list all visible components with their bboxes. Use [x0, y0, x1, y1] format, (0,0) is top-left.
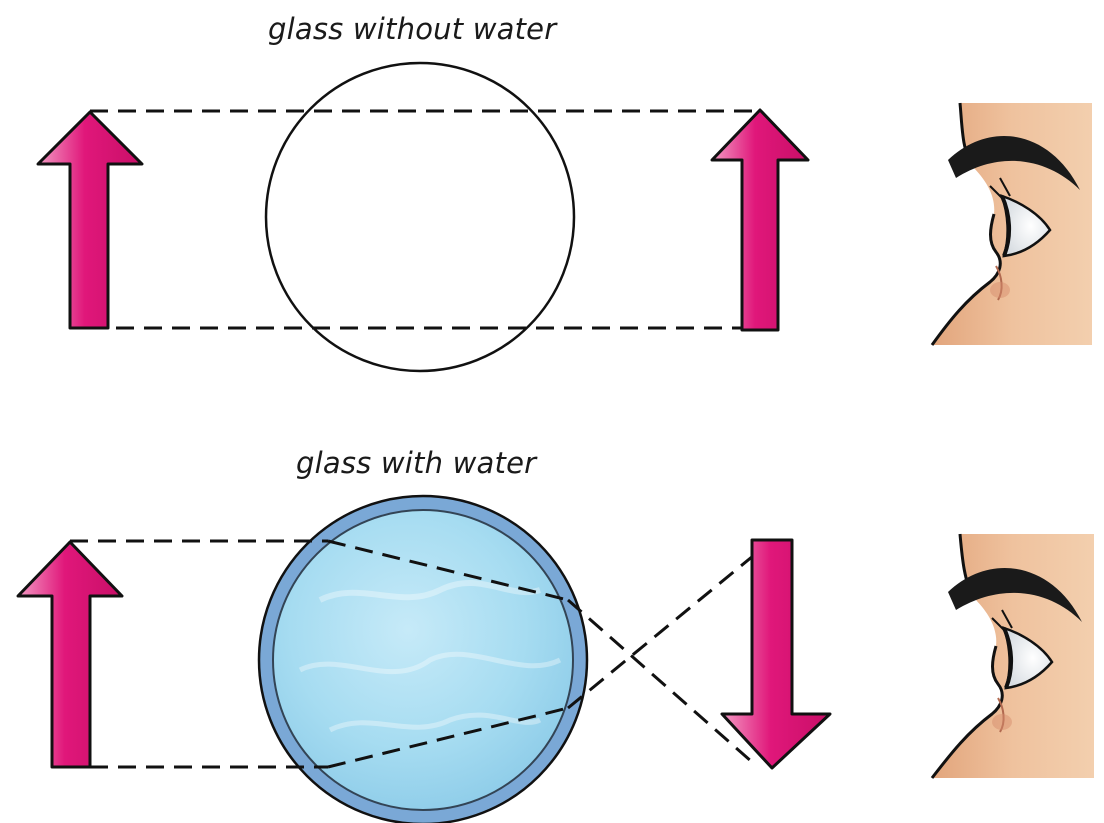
water-glass-fill: [272, 509, 574, 811]
panel-glass-without-water: [36, 61, 1092, 373]
empty-glass-circle: [264, 61, 576, 373]
ray-bottom-cross-b: [567, 540, 771, 710]
image-arrow-up-icon: [710, 108, 810, 332]
eye-viewer-bottom-icon: [930, 533, 1094, 779]
ray-bottom-lower-refracted: [327, 706, 569, 769]
eye-viewer-top-icon: [930, 102, 1092, 346]
object-arrow-up-icon: [36, 110, 144, 330]
caption-glass-without-water: glass without water: [268, 12, 557, 46]
image-arrow-down-icon: [720, 538, 832, 770]
ray-bottom-cross-a: [567, 598, 753, 764]
panel-glass-with-water: [16, 494, 1094, 823]
ray-bottom-upper-refracted: [327, 539, 569, 602]
caption-glass-with-water: glass with water: [296, 446, 537, 480]
water-texture: [298, 579, 562, 733]
object-arrow-up-icon-bottom: [16, 540, 124, 769]
